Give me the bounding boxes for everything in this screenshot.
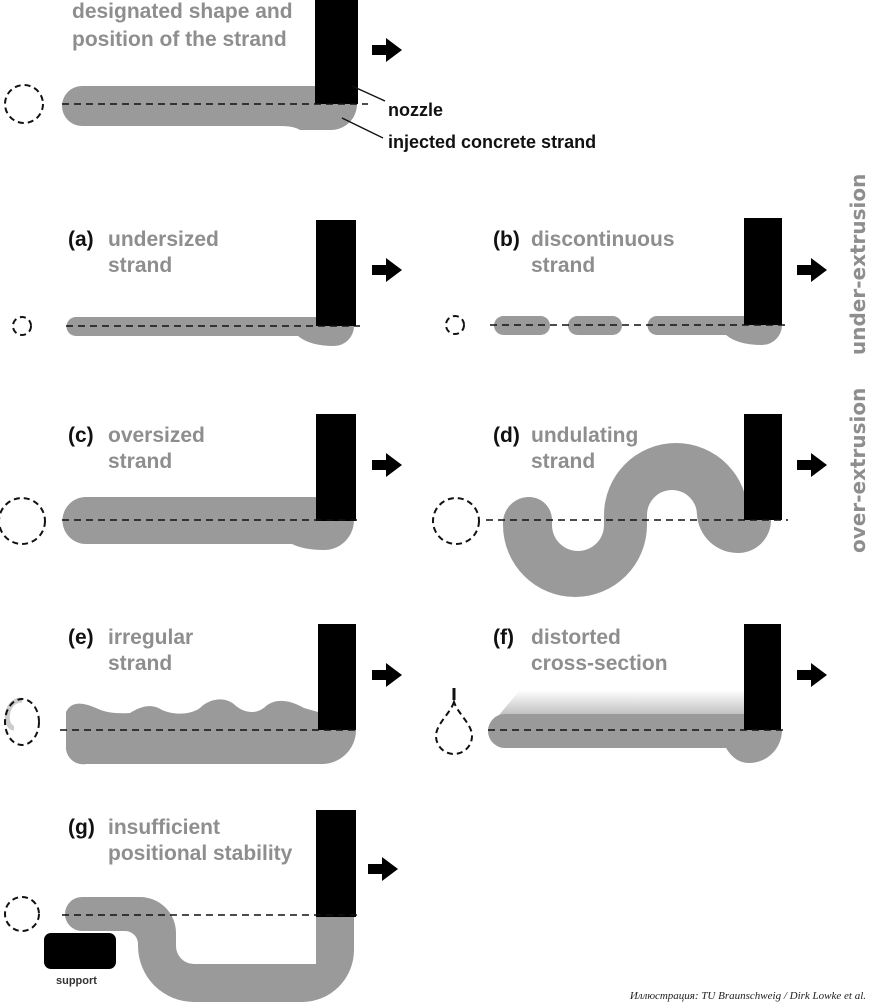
header-title-line1: designated shape and xyxy=(72,0,293,23)
direction-arrow xyxy=(372,663,402,687)
direction-arrow xyxy=(372,453,402,477)
cross-section-teardrop xyxy=(434,698,474,755)
panel-a-line1: undersized xyxy=(108,228,219,251)
direction-arrow xyxy=(797,453,827,477)
panel-g-letter: (g) xyxy=(68,816,95,839)
header-title-line2: position of the strand xyxy=(72,28,287,51)
panel-a-letter: (a) xyxy=(68,228,94,251)
panel-c-line2: strand xyxy=(108,450,172,473)
nozzle-pointer xyxy=(351,85,386,102)
strand-pointer xyxy=(341,117,384,139)
nozzle-label: nozzle xyxy=(388,100,443,120)
side-label-over-extrusion: over-extrusion xyxy=(846,388,870,553)
panel-b: (b) discontinuous strand xyxy=(445,218,827,345)
nozzle xyxy=(744,414,782,520)
strand xyxy=(62,497,354,550)
panel-c-letter: (c) xyxy=(68,424,94,447)
panel-d: (d) undulating strand xyxy=(432,414,827,597)
cross-section-circle xyxy=(4,84,44,124)
panel-c-line1: oversized xyxy=(108,424,205,447)
side-label-under-extrusion: under-extrusion xyxy=(846,174,870,355)
panel-e-line2: strand xyxy=(108,652,172,675)
panel-c: (c) oversized strand xyxy=(0,414,402,550)
cross-section-circle xyxy=(4,698,40,746)
nozzle xyxy=(315,0,358,104)
panel-g-line2: positional stability xyxy=(108,842,293,865)
panel-d-line1: undulating xyxy=(531,424,638,447)
support-block xyxy=(44,933,116,969)
image-credit: Иллюстрация: TU Braunschweig / Dirk Lowk… xyxy=(629,990,866,1002)
nozzle xyxy=(318,624,356,730)
panel-b-line1: discontinuous xyxy=(531,228,675,251)
panel-b-letter: (b) xyxy=(493,228,520,251)
cross-section-circle xyxy=(432,497,480,545)
cross-section-irregular xyxy=(4,697,23,731)
panel-e: (e) irregular strand xyxy=(4,624,402,765)
strand-segment xyxy=(568,316,622,335)
panel-g-line1: insufficient xyxy=(108,816,220,839)
panel-b-line2: strand xyxy=(531,254,595,277)
strand xyxy=(65,699,356,765)
panel-e-letter: (e) xyxy=(68,626,94,649)
nozzle xyxy=(316,414,356,521)
strand-segment xyxy=(494,316,550,335)
strand xyxy=(488,714,782,763)
strand-label: injected concrete strand xyxy=(388,132,596,152)
strand xyxy=(66,317,354,346)
panel-d-line2: strand xyxy=(531,450,595,473)
cross-section-circle xyxy=(445,315,465,335)
direction-arrow xyxy=(372,258,402,282)
panel-f-line2: cross-section xyxy=(531,652,668,675)
cross-section-circle xyxy=(12,316,32,336)
strand xyxy=(62,86,357,130)
nozzle xyxy=(744,624,781,730)
panel-f-letter: (f) xyxy=(493,626,514,649)
panel-g: (g) insufficient positional stability su… xyxy=(4,810,398,1002)
strand xyxy=(65,897,354,1002)
direction-arrow xyxy=(372,38,402,62)
panel-d-letter: (d) xyxy=(493,424,520,447)
nozzle xyxy=(744,218,782,325)
nozzle xyxy=(316,810,356,917)
panel-e-line1: irregular xyxy=(108,626,193,649)
panel-a: (a) undersized strand xyxy=(12,220,402,346)
support-label: support xyxy=(56,975,97,987)
cross-section-circle xyxy=(0,497,46,545)
panel-a-line2: strand xyxy=(108,254,172,277)
cross-section-circle xyxy=(4,896,40,932)
nozzle xyxy=(316,220,356,326)
panel-f: (f) distorted cross-section xyxy=(434,624,827,763)
direction-arrow xyxy=(368,857,398,881)
panel-designated: designated shape and position of the str… xyxy=(4,0,596,152)
direction-arrow xyxy=(797,663,827,687)
panel-f-line1: distorted xyxy=(531,626,621,649)
strand-segment xyxy=(647,316,782,345)
direction-arrow xyxy=(797,258,827,282)
